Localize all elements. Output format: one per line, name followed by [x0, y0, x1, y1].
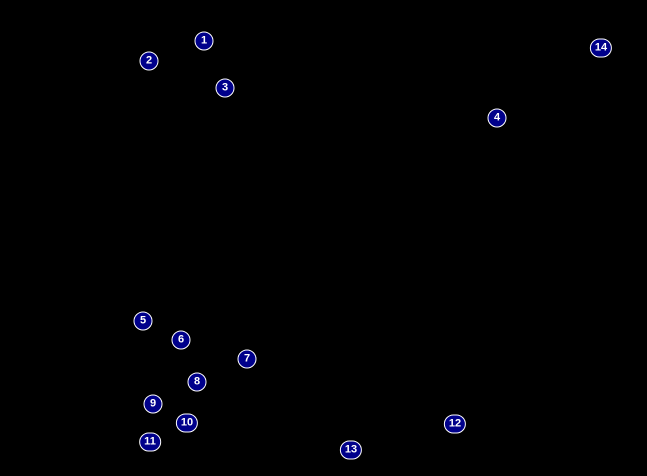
som-mark-badge[interactable]: 6 — [171, 330, 191, 350]
som-mark-badge[interactable]: 4 — [487, 108, 507, 128]
som-mark-label: 7 — [243, 352, 251, 365]
som-mark-badge[interactable]: 5 — [133, 311, 153, 331]
som-mark-label: 5 — [139, 314, 147, 327]
som-mark-badge[interactable]: 8 — [187, 372, 207, 392]
som-mark-badge[interactable]: 7 — [237, 349, 257, 369]
som-mark-badge[interactable]: 10 — [175, 413, 199, 433]
som-mark-badge[interactable]: 14 — [589, 38, 613, 58]
som-mark-label: 8 — [193, 375, 201, 388]
som-mark-label: 3 — [221, 81, 229, 94]
som-mark-label: 4 — [493, 111, 501, 124]
som-mark-label: 13 — [344, 443, 358, 456]
som-mark-badge[interactable]: 2 — [139, 51, 159, 71]
som-mark-label: 12 — [448, 417, 462, 430]
som-mark-label: 10 — [180, 416, 194, 429]
som-mark-badge[interactable]: 13 — [339, 440, 363, 460]
som-mark-badge[interactable]: 9 — [143, 394, 163, 414]
som-mark-label: 1 — [200, 34, 208, 47]
som-mark-badge[interactable]: 3 — [215, 78, 235, 98]
som-mark-label: 11 — [144, 435, 156, 448]
som-mark-badge[interactable]: 12 — [443, 414, 467, 434]
som-mark-label: 6 — [177, 333, 185, 346]
som-mark-label: 2 — [145, 54, 153, 67]
som-mark-label: 14 — [594, 41, 608, 54]
som-mark-badge[interactable]: 1 — [194, 31, 214, 51]
som-mark-label: 9 — [149, 397, 157, 410]
som-mark-badge[interactable]: 11 — [139, 432, 161, 452]
